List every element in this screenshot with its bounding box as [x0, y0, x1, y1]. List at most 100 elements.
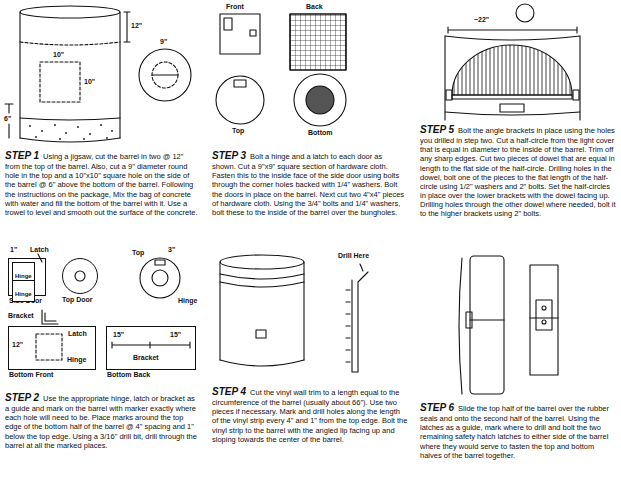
door-panel: Bottom Back: [106, 326, 196, 370]
step1-barrel-figure-part: [20, 118, 120, 120]
step6-assembly-figure-part: [530, 265, 558, 375]
step4-vinyl-strip-figure-part: [352, 272, 368, 372]
step-heading: STEP 4: [212, 386, 246, 397]
step1-barrel-figure-part: [152, 74, 178, 75]
step5-divider-figure-part: [446, 90, 452, 100]
step-heading: STEP 6: [420, 402, 454, 413]
step5-divider-figure-part: [452, 45, 572, 95]
hinge-box: Hinge: [12, 280, 35, 302]
step1-barrel-figure-part: [29, 124, 113, 140]
step-heading: STEP 1: [5, 150, 39, 161]
step3-door-figures-part: [220, 14, 260, 54]
step1-barrel-figure-part-part: [29, 125, 31, 127]
step6-assembly-figure-part: [459, 258, 462, 394]
dimension-label: 10": [53, 51, 64, 58]
dimension-label: Bracket: [8, 312, 34, 319]
step1-barrel-figure-part-part: [100, 124, 102, 126]
step5-divider-figure-part: [445, 36, 580, 120]
step5-divider-figure-part: [500, 104, 524, 112]
step-text-block: STEP 6Slide the top half of the barrel o…: [420, 402, 617, 460]
step6-assembly-figure-part: [542, 306, 546, 310]
step6-assembly-figure-part: [536, 300, 552, 330]
step-text-block: STEP 5Bolt the angle brackets in place u…: [420, 124, 617, 218]
step2-part-figures-part: [42, 310, 58, 324]
step6-assembly-figure-part: [470, 256, 504, 394]
dimension-label: Top: [232, 127, 244, 134]
step1-barrel-figure-part-part: [41, 130, 43, 132]
step6-assembly-figure-part: [530, 317, 558, 318]
step1-barrel-figure-part: [20, 42, 120, 45]
door-circle-outline: [63, 259, 98, 294]
step1-barrel-figure-part: [139, 49, 191, 101]
step2-part-figures: [36, 254, 190, 360]
step3-door-figures: [216, 14, 346, 126]
door-circle-outline: [62, 258, 98, 294]
dimension-label: 3": [168, 246, 175, 253]
step1-barrel-figure-part: [40, 62, 80, 102]
hinge-label: Hinge: [15, 273, 32, 279]
step3-door-figures-part: [234, 80, 246, 87]
dimension-label: 9": [160, 38, 167, 45]
step-instructions: Using a jigsaw, cut the barrel in two @ …: [5, 152, 198, 217]
step2-part-figures-part: [140, 258, 180, 298]
hinge-label: Hinge: [15, 291, 32, 297]
door-panel: Side DoorHingeHinge: [8, 258, 46, 296]
step3-door-figures-part: [216, 76, 264, 124]
step-instructions: Bolt the angle brackets in place using t…: [420, 126, 616, 218]
step3-door-figures-part: [306, 86, 334, 114]
dimension-label: ~22": [474, 16, 489, 23]
step4-vinyl-strip-figure-part: [220, 274, 304, 287]
dimension-label: 12": [12, 341, 23, 348]
step4-vinyl-strip-figure-part: [346, 290, 350, 362]
step2-part-figures-part: [36, 334, 62, 360]
door-panel: Bottom Front: [8, 326, 96, 370]
dimension-label: Bracket: [133, 354, 159, 361]
step-text-block: STEP 1Using a jigsaw, cut the barrel in …: [5, 150, 200, 217]
part-name: Top Door: [62, 296, 93, 303]
step3-door-figures-part: [250, 30, 256, 36]
dimension-label: 1": [10, 246, 17, 253]
dimension-label: Latch: [30, 246, 49, 253]
dimension-label: Front: [226, 3, 244, 10]
step2-part-figures-part: [112, 342, 190, 348]
step3-door-figures-part: [290, 14, 346, 70]
step1-barrel-figure-part: [5, 104, 13, 138]
step5-divider-figure-part: [573, 90, 579, 100]
step1-barrel-figure-part: [20, 138, 120, 142]
step6-assembly-figure: [459, 256, 558, 394]
step1-barrel-figure-part: [152, 62, 178, 88]
dimension-label: 15": [170, 331, 181, 338]
step-heading: STEP 5: [420, 124, 454, 135]
step1-barrel-figure-part-part: [83, 138, 85, 140]
step-instructions: Bolt a hinge and a latch to each door as…: [212, 152, 404, 217]
step5-divider-figure-part: [448, 27, 577, 33]
step-text-block: STEP 2Use the appropriate hinge, latch o…: [5, 392, 200, 450]
step1-barrel-figure-part-part: [59, 138, 61, 140]
step1-barrel-figure-part-part: [65, 132, 67, 134]
dimension-label: Hinge: [67, 356, 86, 363]
part-name: Bottom Front: [9, 371, 53, 378]
dimension-label: 6": [4, 115, 11, 122]
step6-assembly-figure-part: [542, 320, 546, 324]
step1-barrel-figure-part-part: [77, 126, 79, 128]
dimension-label: 10": [84, 78, 95, 85]
step1-barrel-figure-part-part: [106, 137, 108, 139]
step1-barrel-figure-part-part: [35, 136, 37, 138]
step1-barrel-figure-part: [20, 12, 120, 138]
step2-part-figures-part: [155, 260, 165, 265]
step1-barrel-figure: [5, 6, 191, 142]
dimension-label: Latch: [68, 330, 87, 337]
step2-part-figures-part: [75, 271, 85, 281]
step4-vinyl-strip-figure: [220, 255, 368, 372]
step2-part-figures-part: [152, 270, 168, 286]
part-name: Bottom Back: [107, 371, 150, 378]
dimension-label: Drill Here: [338, 252, 369, 259]
step4-vinyl-strip-figure-part: [220, 262, 304, 360]
step1-barrel-figure-part: [20, 6, 120, 18]
step3-door-figures-part: [290, 14, 346, 70]
step1-barrel-figure-part-part: [89, 133, 91, 135]
step1-barrel-figure-part: [124, 12, 130, 42]
dimension-label: Back: [306, 3, 323, 10]
step5-divider-figure: [445, 4, 580, 120]
